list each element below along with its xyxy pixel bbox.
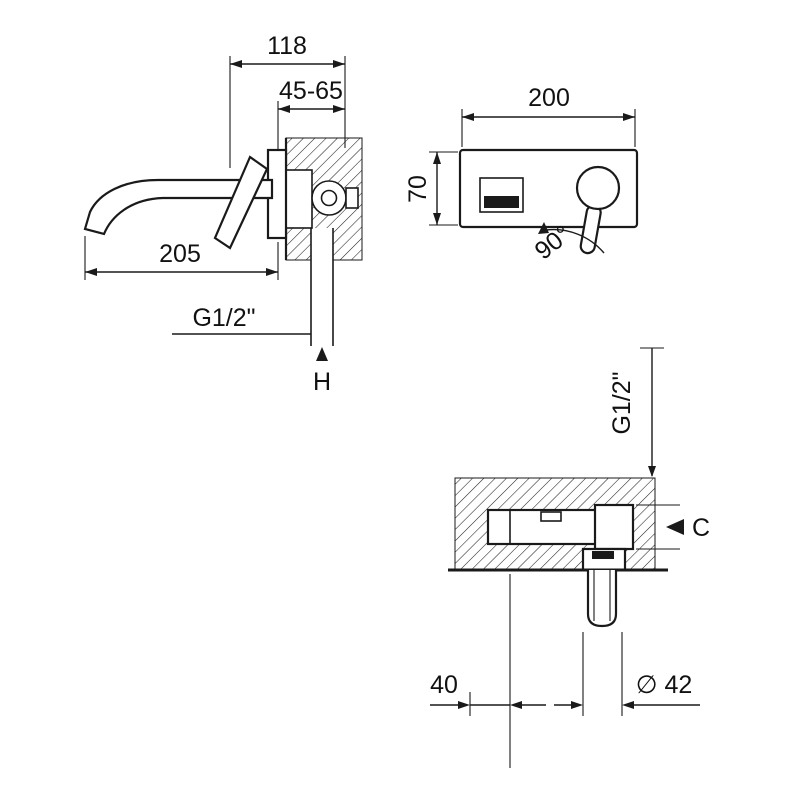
thread-callout-side: G1/2" [172, 304, 311, 335]
c-callout: C [636, 504, 710, 550]
arrow-icon [458, 701, 470, 709]
dim-42: ∅ 42 [554, 632, 700, 716]
arrow-icon [622, 701, 634, 709]
dim-45-65: 45-65 [277, 77, 345, 150]
arrow-icon [333, 60, 345, 68]
side-view: 118 45-65 205 G1/2" H [83, 32, 363, 396]
handle-neck-opening [592, 551, 614, 559]
left-arrow-icon [666, 519, 684, 535]
plan-view: G1/2" C 40 [430, 347, 710, 768]
supply-pipe-body [311, 228, 333, 346]
arrow-icon [278, 105, 290, 113]
dim-200-label: 200 [528, 84, 570, 112]
arrow-icon [623, 113, 635, 121]
valve-cartridge-inner-circle [320, 189, 338, 207]
spout-side [83, 178, 274, 236]
spout-outlet-opening [484, 196, 519, 208]
arrow-icon [510, 701, 522, 709]
handle-rosette-circle [575, 165, 621, 211]
h-marker: H [313, 347, 331, 396]
front-view: 90° 200 70 [404, 84, 639, 265]
thread-label-side: G1/2" [192, 304, 255, 332]
up-arrow-icon [316, 347, 328, 361]
dim-40: 40 [430, 671, 546, 716]
valve-block-plan [593, 503, 635, 551]
thread-callout-plan: G1/2" [608, 347, 664, 477]
arrow-icon [85, 268, 97, 276]
dim-70-label: 70 [404, 175, 432, 203]
valve-housing [285, 169, 313, 229]
down-arrow-icon [648, 466, 656, 477]
valve-rear-stub [345, 187, 359, 209]
lever-handle-side [213, 155, 269, 250]
arrow-icon [462, 113, 474, 121]
dim-42-label: ∅ 42 [636, 671, 693, 699]
arrow-icon [266, 268, 278, 276]
h-label: H [313, 368, 331, 396]
dim-200: 200 [461, 84, 636, 147]
dim-40-label: 40 [430, 671, 458, 699]
swing-arc [545, 228, 605, 254]
thread-label-plan: G1/2" [608, 371, 636, 434]
dim-205-label: 205 [159, 240, 201, 268]
dim-70: 70 [404, 151, 458, 226]
c-label: C [692, 514, 710, 542]
arrow-icon [433, 152, 441, 164]
arrow-icon [433, 213, 441, 225]
dim-205: 205 [84, 236, 279, 280]
body-detail-rect [540, 511, 562, 522]
dim-45-65-label: 45-65 [279, 77, 343, 105]
dim-118: 118 [229, 32, 346, 168]
lever-plan [586, 570, 618, 628]
dim-118-label: 118 [267, 32, 307, 60]
arrow-icon [571, 701, 583, 709]
arrow-icon [230, 60, 242, 68]
arrow-icon [333, 105, 345, 113]
arrow-icon [538, 222, 549, 234]
